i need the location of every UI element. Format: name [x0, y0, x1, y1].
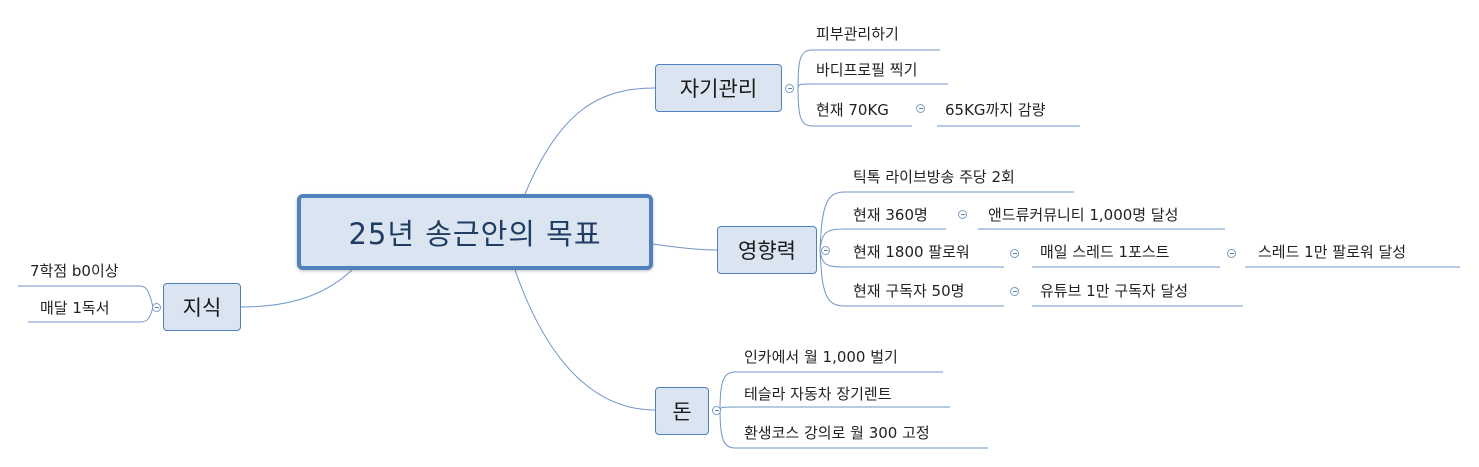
- collapse-money-toggle[interactable]: [712, 406, 721, 415]
- leaf-credits[interactable]: 7학점 b0이상: [30, 262, 119, 280]
- collapse-influence-toggle[interactable]: [821, 246, 830, 255]
- topic-money-label: 돈: [672, 400, 692, 424]
- collapse-1800-toggle[interactable]: [1010, 249, 1019, 258]
- leaf-daily-thread[interactable]: 매일 스레드 1포스트: [1040, 243, 1170, 261]
- connector-influence-children: [819, 191, 846, 307]
- connector-central-money: [514, 269, 656, 411]
- leaf-youtube-10k[interactable]: 유튜브 1만 구독자 달성: [1040, 282, 1189, 300]
- topic-influence[interactable]: 영향력: [717, 226, 817, 274]
- leaf-inca-income[interactable]: 인카에서 월 1,000 벌기: [744, 348, 898, 366]
- connector-self-care-children: [797, 49, 813, 127]
- central-topic-label: 25년 송근안의 목표: [348, 217, 602, 251]
- topic-knowledge-label: 지식: [182, 296, 222, 320]
- collapse-subscribers-toggle[interactable]: [1010, 287, 1019, 296]
- collapse-70kg-toggle[interactable]: [916, 104, 925, 113]
- leaf-tesla-rental[interactable]: 테슬라 자동차 장기렌트: [744, 385, 892, 403]
- leaf-skin-care[interactable]: 피부관리하기: [816, 25, 899, 43]
- collapse-self-care-toggle[interactable]: [785, 84, 794, 93]
- leaf-current-weight[interactable]: 현재 70KG: [816, 101, 889, 119]
- leaf-course-income[interactable]: 환생코스 강의로 월 300 고정: [744, 424, 930, 442]
- leaf-tiktok-live[interactable]: 틱톡 라이브방송 주당 2회: [853, 168, 1015, 186]
- leaf-current-360[interactable]: 현재 360명: [853, 206, 928, 224]
- connector-money-children: [719, 371, 736, 449]
- connector-central-self-care: [524, 87, 656, 195]
- leaf-monthly-reading[interactable]: 매달 1독서: [40, 299, 110, 317]
- collapse-knowledge-toggle[interactable]: [152, 303, 161, 312]
- leaf-current-1800[interactable]: 현재 1800 팔로워: [853, 243, 970, 261]
- leaf-body-profile[interactable]: 바디프로필 찍기: [816, 61, 918, 79]
- topic-self-care-label: 자기관리: [679, 77, 758, 101]
- connector-central-influence: [652, 243, 718, 251]
- collapse-daily-thread-toggle[interactable]: [1227, 249, 1236, 258]
- topic-knowledge[interactable]: 지식: [163, 283, 241, 331]
- topic-money[interactable]: 돈: [655, 387, 709, 435]
- central-topic[interactable]: 25년 송근안의 목표: [297, 194, 653, 270]
- leaf-andrew-community[interactable]: 앤드류커뮤니티 1,000명 달성: [988, 206, 1179, 224]
- connector-knowledge-children: [139, 285, 154, 323]
- topic-self-care[interactable]: 자기관리: [655, 64, 782, 112]
- collapse-360-toggle[interactable]: [958, 210, 967, 219]
- connector-central-knowledge: [239, 269, 353, 308]
- topic-influence-label: 영향력: [738, 239, 796, 263]
- leaf-current-subscribers[interactable]: 현재 구독자 50명: [853, 282, 965, 300]
- leaf-thread-10k[interactable]: 스레드 1만 팔로워 달성: [1258, 243, 1407, 261]
- leaf-weight-goal[interactable]: 65KG까지 감량: [945, 101, 1046, 119]
